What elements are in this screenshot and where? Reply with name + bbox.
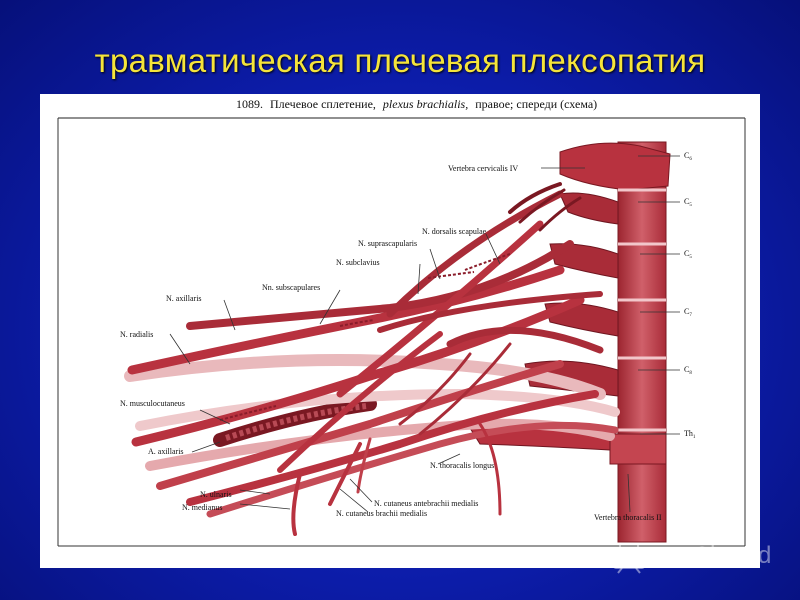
label-cutaneus-antebrachii: N. cutaneus antebrachii medialis	[374, 499, 478, 508]
anatomical-labels: Vertebra cervicalis IV N. dorsalis scapu…	[120, 164, 662, 522]
figure-caption: 1089. Плечевое сплетение, plexus brachia…	[236, 97, 597, 111]
brachial-plexus-figure: 1089. Плечевое сплетение, plexus brachia…	[40, 94, 760, 568]
label-subscapulares: Nn. subscapulares	[262, 283, 320, 292]
label-medianus: N. medianus	[182, 503, 222, 512]
label-c8: C8	[684, 365, 692, 376]
label-axillaris: N. axillaris	[166, 294, 202, 303]
label-thoracalis-longus: N. thoracalis longus	[430, 461, 494, 470]
label-musculocutaneus: N. musculocutaneus	[120, 399, 185, 408]
watermark-text: MyShared	[662, 542, 772, 569]
label-c7: C7	[684, 307, 692, 318]
watermark: MyShared	[610, 540, 780, 574]
label-ulnaris: N. ulnaris	[200, 490, 232, 499]
spine-level-labels: C6 C5 C5 C7 C8 Th1	[684, 151, 696, 440]
label-vertebra-thoracalis-ii: Vertebra thoracalis II	[594, 513, 662, 522]
label-th1: Th1	[684, 429, 696, 440]
plexus-diagram: 1089. Плечевое сплетение, plexus brachia…	[57, 97, 746, 547]
label-suprascapularis: N. suprascapularis	[358, 239, 417, 248]
label-dorsalis-scapulae: N. dorsalis scapulae	[422, 227, 487, 236]
label-subclavius: N. subclavius	[336, 258, 380, 267]
label-cutaneus-brachii: N. cutaneus brachii medialis	[336, 509, 427, 518]
label-vertebra-cervicalis-iv: Vertebra cervicalis IV	[448, 164, 518, 173]
leader-lines	[169, 155, 680, 513]
slide-title: травматическая плечевая плексопатия	[94, 42, 706, 79]
myshared-logo-icon	[613, 543, 645, 574]
label-c6: C6	[684, 151, 692, 162]
label-a-axillaris: A. axillaris	[148, 447, 184, 456]
nerve-trunks	[124, 182, 620, 536]
label-radialis: N. radialis	[120, 330, 153, 339]
label-c5: C5	[684, 197, 692, 208]
label-c5b: C5	[684, 249, 692, 260]
dashed-markers	[219, 253, 511, 421]
